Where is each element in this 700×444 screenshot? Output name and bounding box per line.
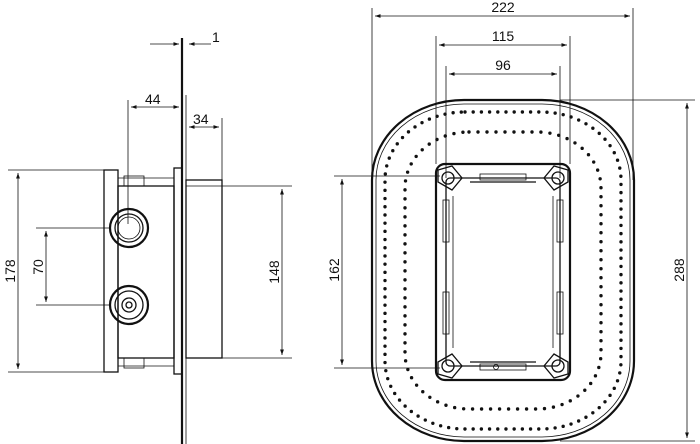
dim-plate-thickness: 1: [212, 29, 220, 45]
mounting-bracket: [434, 162, 572, 382]
lower-port: [108, 284, 150, 326]
dim-depth-body: 34: [193, 111, 209, 127]
top-tab: [123, 175, 145, 187]
right-rail-lower: [556, 291, 564, 335]
front-view: 222 115 96 162 288: [326, 0, 695, 443]
bracket-inner: [445, 177, 561, 367]
dim-body-height: 148: [266, 260, 282, 284]
left-rail-upper: [442, 199, 450, 243]
corner-ear-bottom-left: [437, 353, 463, 379]
right-rail-upper: [556, 199, 564, 243]
side-view: 1 44 34 178 70 148: [2, 29, 292, 444]
top-slot: [479, 173, 527, 181]
dim-mount-inner: 96: [495, 57, 511, 73]
corner-ear-top-left: [437, 165, 463, 191]
dim-plate-width: 222: [491, 0, 515, 15]
dim-depth-total: 44: [145, 91, 161, 107]
corner-ear-bottom-right: [543, 353, 569, 379]
dim-port-spacing: 70: [30, 259, 46, 275]
corner-ear-top-right: [543, 165, 569, 191]
dim-plate-height: 288: [671, 258, 687, 282]
dot-ring-outer: [383, 110, 623, 431]
cover-plate-outer: [370, 98, 636, 443]
bottom-screw: [493, 364, 499, 370]
bottom-slot: [479, 363, 527, 371]
upper-port: [108, 207, 150, 249]
body-flange-left: [103, 169, 119, 373]
left-rail-lower: [442, 291, 450, 335]
dot-ring-inner: [403, 130, 603, 411]
bottom-tab: [123, 357, 145, 369]
body-flange-right: [173, 167, 183, 375]
bracket-outer: [434, 162, 572, 382]
dim-height-total: 178: [2, 259, 18, 283]
cover-plate-outer-inner: [375, 103, 631, 438]
valve-body: [117, 185, 175, 359]
dim-mount-height: 162: [326, 258, 342, 282]
dim-mount-outer: 115: [492, 28, 515, 44]
body-front-section: [185, 179, 223, 359]
